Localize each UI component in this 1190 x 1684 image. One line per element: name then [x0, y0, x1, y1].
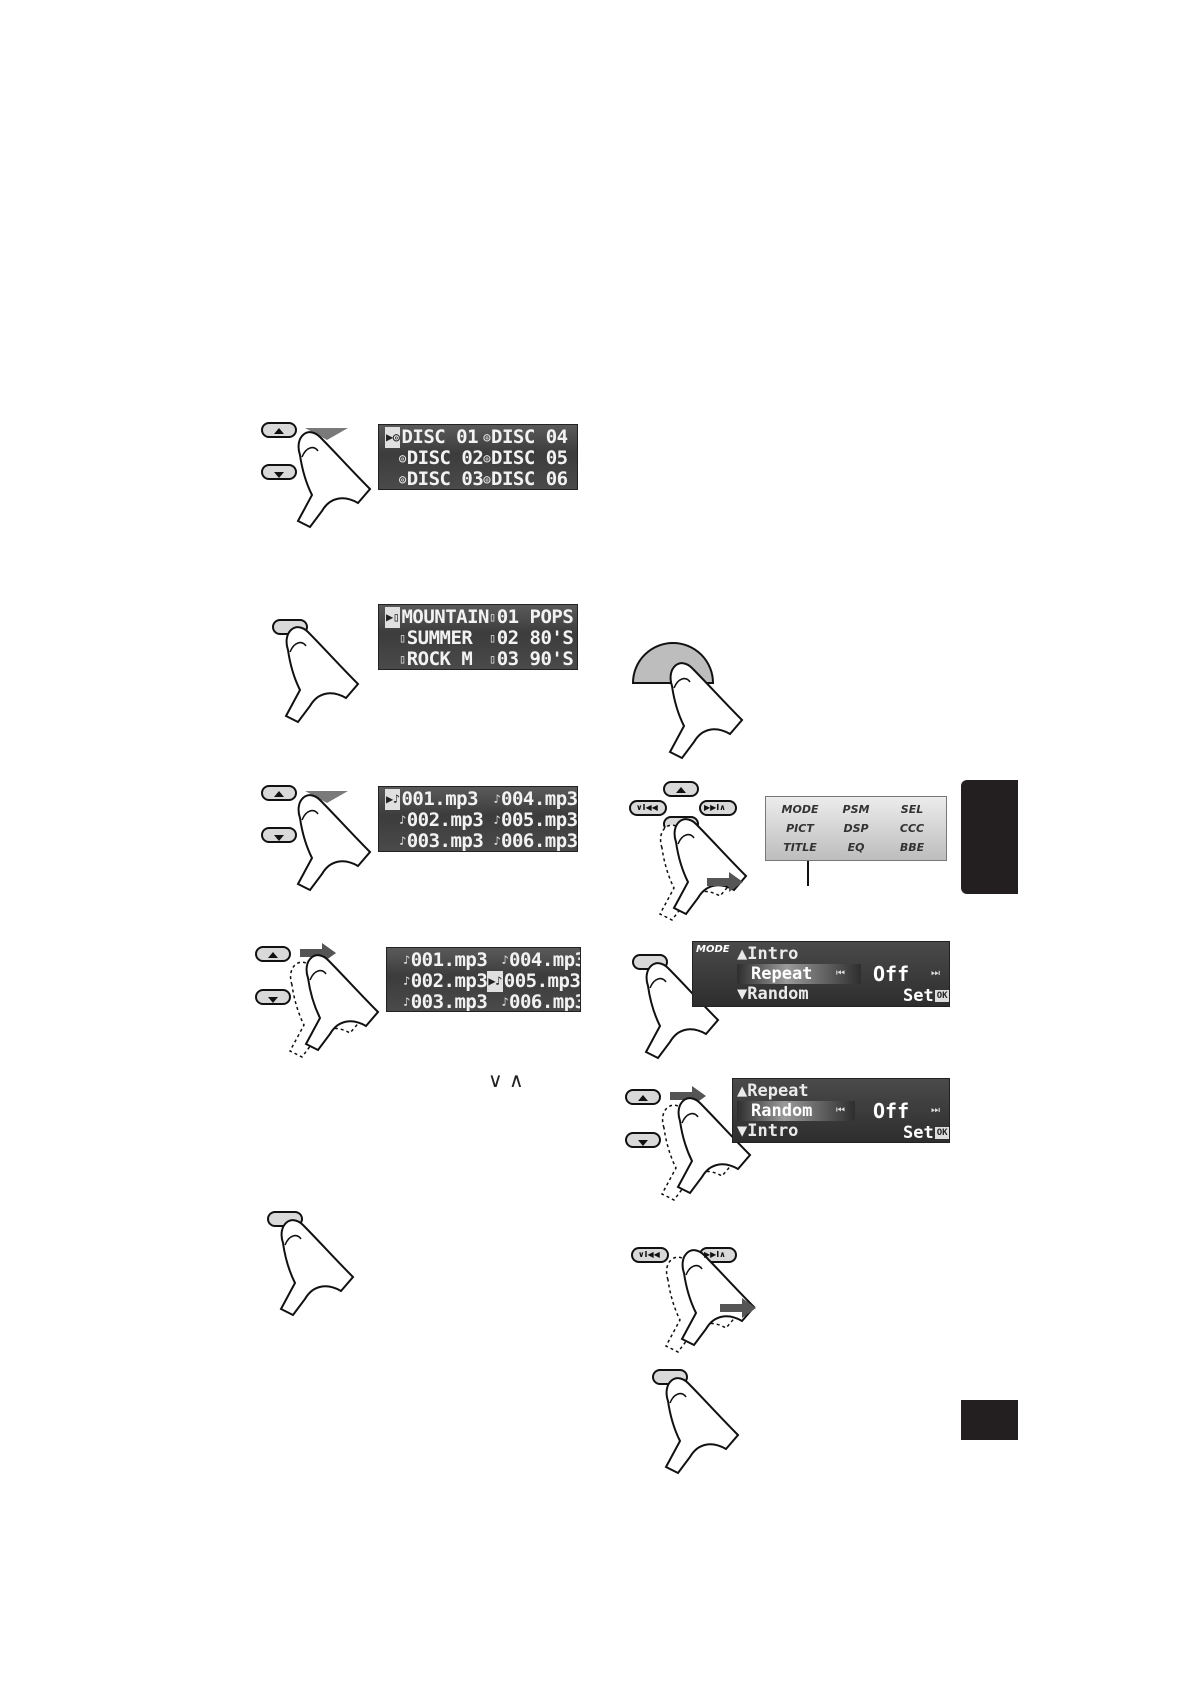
lcd-item: ♪004.mp3	[501, 949, 581, 971]
four-way-buttons	[629, 781, 747, 921]
lcd-item: ◎DISC 04	[483, 426, 568, 448]
lcd-item: ▯03 90'S	[488, 648, 574, 670]
prev-button-label-2: ∨I◀◀	[638, 1250, 660, 1259]
final-button	[652, 1369, 739, 1474]
skip-next-icon: ⏭	[931, 1105, 940, 1116]
skip-prev-icon: ⏮	[836, 968, 845, 979]
step5-button	[267, 1211, 354, 1316]
lcd-item: ▯ROCK M	[399, 648, 473, 670]
lcd-item: ♪003.mp3	[399, 830, 484, 852]
menu-item-pict: PICT	[786, 822, 814, 835]
lcd-item: ◎DISC 02	[399, 447, 484, 469]
lcd-item: ♪002.mp3	[403, 970, 488, 992]
skip-next-icon: ⏭	[931, 968, 940, 979]
page-number-box	[961, 1400, 1018, 1440]
menu-item-mode: MODE	[781, 803, 819, 816]
step3-buttons	[261, 785, 371, 891]
mode-updown-buttons	[625, 1086, 751, 1201]
lcd-item: ▶◎DISC 01	[385, 426, 479, 448]
lcd-item: ♪002.mp3	[399, 809, 484, 831]
mode-item-selected: Repeat	[737, 964, 861, 984]
lcd-item: ♪003.mp3	[403, 991, 488, 1012]
menu-item-eq: EQ	[847, 841, 865, 854]
file-list-display-2: ♪001.mp3 ♪004.mp3 ♪002.mp3 ▶♪005.mp3 ♪00…	[386, 947, 581, 1012]
menu-item-title: TITLE	[783, 841, 817, 854]
prev-next-buttons	[631, 1247, 756, 1353]
next-button-label: ▶▶I∧	[704, 803, 726, 812]
next-button-label-2: ▶▶I∧	[704, 1250, 726, 1259]
mode-item-selected: Random	[737, 1101, 855, 1121]
mode-tag: MODE	[696, 944, 730, 955]
menu-item-psm: PSM	[842, 803, 870, 816]
section-tab	[961, 780, 1018, 894]
lcd-item: ♪006.mp3	[493, 830, 578, 852]
lcd-item: ◎DISC 03	[399, 468, 484, 490]
ok-icon: OK	[934, 990, 949, 1002]
settings-menu-panel: MODE PSM SEL PICT DSP CCC TITLE EQ BBE	[765, 796, 947, 861]
lcd-item: ♪001.mp3	[403, 949, 488, 971]
mode-value: Off	[873, 962, 910, 986]
menu-item-dsp: DSP	[843, 822, 869, 835]
lcd-item: ▯SUMMER	[399, 627, 473, 649]
lcd-item: ▯02 80'S	[488, 627, 574, 649]
lcd-item: ♪005.mp3	[493, 809, 578, 831]
lcd-item: ▯01 POPS	[488, 606, 574, 628]
ok-icon: OK	[934, 1127, 949, 1139]
disc-list-display: ▶◎DISC 01 ◎DISC 04 ◎DISC 02 ◎DISC 05 ◎DI…	[378, 424, 578, 490]
lcd-item: ▶♪001.mp3	[385, 788, 479, 810]
mode-item: ▲Intro	[737, 944, 799, 964]
step1-buttons	[261, 422, 371, 528]
mode-value: Off	[873, 1099, 910, 1123]
mode-item: ▼Random	[737, 984, 809, 1004]
mode-item: ▲Repeat	[737, 1081, 809, 1101]
dome-control	[631, 642, 743, 759]
folder-list-display: ▶▯MOUNTAIN ▯01 POPS ▯SUMMER ▯02 80'S ▯RO…	[378, 604, 578, 670]
step2-button	[272, 619, 359, 723]
file-list-display-1: ▶♪001.mp3 ♪004.mp3 ♪002.mp3 ♪005.mp3 ♪00…	[378, 786, 578, 852]
menu-item-sel: SEL	[900, 803, 924, 816]
lcd-item: ◎DISC 06	[483, 468, 568, 490]
mode-item: ▼Intro	[737, 1121, 799, 1141]
prev-button-label: ∨I◀◀	[636, 803, 658, 812]
skip-prev-icon: ⏮	[836, 1105, 845, 1116]
lcd-item: ▶♪005.mp3	[487, 970, 581, 992]
step4-buttons	[255, 943, 379, 1058]
caret-symbols: ∨ ∧	[488, 1068, 524, 1092]
menu-item-bbe: BBE	[899, 841, 925, 854]
lcd-item: ♪006.mp3	[501, 991, 581, 1012]
lcd-item: ▶▯MOUNTAIN	[385, 606, 489, 628]
menu-item-ccc: CCC	[899, 822, 925, 835]
lcd-item: ◎DISC 05	[483, 447, 568, 469]
lcd-item: ♪004.mp3	[493, 788, 578, 810]
